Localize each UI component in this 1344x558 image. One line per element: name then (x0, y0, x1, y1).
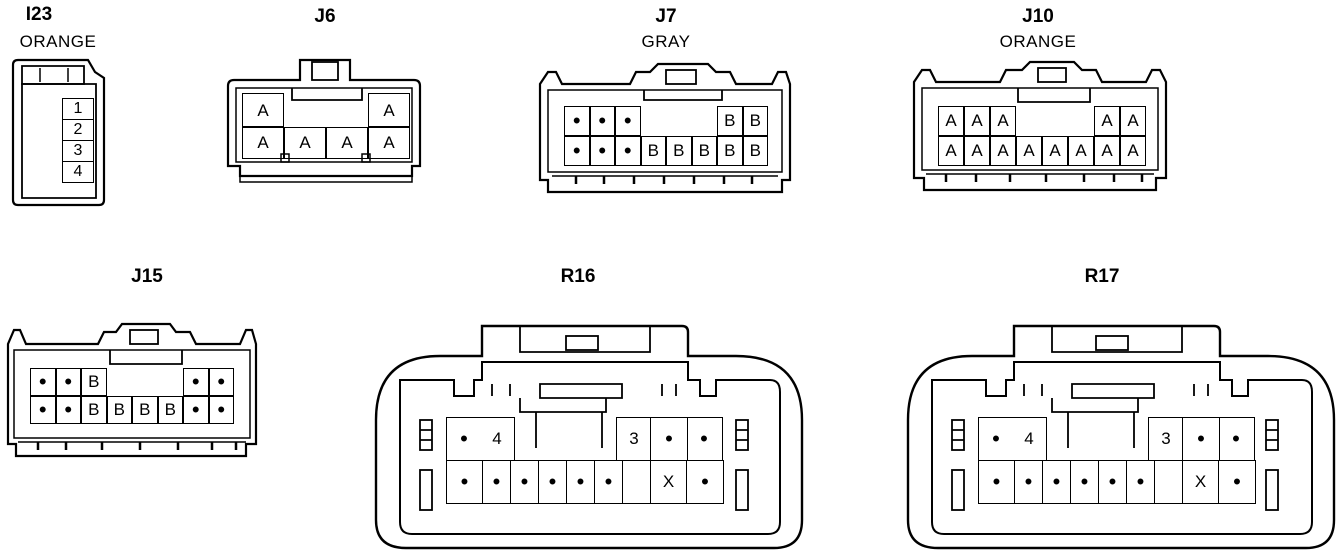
cavity: • (183, 368, 209, 396)
cavity-grid: • • B • • • • B B B B • • (30, 368, 234, 424)
cavity: • (564, 106, 590, 136)
connector-id: J6 (314, 6, 336, 27)
cavity: A (242, 127, 284, 159)
cavity: • (55, 396, 81, 424)
cavity: A (1042, 136, 1068, 166)
cavity: • (511, 461, 539, 503)
cavity: • (979, 461, 1015, 503)
cavity: A (990, 106, 1016, 136)
cavity: 1 (62, 98, 94, 119)
cavity: • (978, 417, 1013, 461)
cavity: • (589, 136, 615, 166)
cavity: X (651, 461, 687, 503)
cavity: • (615, 106, 641, 136)
connector-j6-body (226, 58, 422, 183)
cavity: A (938, 106, 964, 136)
cavity: 4 (62, 161, 94, 183)
cavity: A (1120, 106, 1146, 136)
cavity: 4 (1012, 417, 1047, 461)
cavity: B (157, 396, 183, 424)
cavity: • (1043, 461, 1071, 503)
cavity: • (483, 461, 511, 503)
cavity: • (1015, 461, 1043, 503)
connector-j7-body (538, 62, 792, 194)
connector-id: J10 (1022, 6, 1054, 27)
connector-j10-body (912, 60, 1168, 192)
cavity: A (1094, 136, 1120, 166)
cavity: A (964, 136, 990, 166)
cavity: • (1099, 461, 1127, 503)
connector-id: R17 (1084, 266, 1120, 287)
cavity: • (1233, 469, 1241, 494)
cavity: • (595, 461, 623, 503)
cavity: 2 (62, 119, 94, 140)
cavity: B (691, 136, 717, 166)
cavity: B (132, 396, 158, 424)
cavity-row: • • • • • • X • (446, 460, 724, 504)
cavity: A (1068, 136, 1094, 166)
cavity: 3 (62, 140, 94, 161)
cavity: • (1218, 417, 1255, 461)
connector-id: J15 (131, 266, 163, 287)
cavity: • (589, 106, 615, 136)
cavity: A (368, 127, 410, 159)
cavity: • (1071, 461, 1099, 503)
cavity: • (208, 396, 234, 424)
cavity: A (938, 136, 964, 166)
cavity: A (1016, 136, 1042, 166)
cavity-grid: A A A A A A (242, 93, 410, 159)
cavity: 3 (1148, 417, 1183, 461)
cavity: B (742, 136, 768, 166)
cavity: • (1182, 417, 1220, 461)
cavity: A (990, 136, 1016, 166)
cavity-empty (1155, 461, 1183, 503)
connector-j15-body (6, 322, 258, 458)
connector-r16-body (374, 324, 804, 550)
cavity: A (368, 93, 410, 127)
cavity: B (666, 136, 692, 166)
cavity: B (640, 136, 666, 166)
cavity: • (1127, 461, 1155, 503)
connector-id: I23 (25, 4, 53, 25)
cavity: • (701, 469, 709, 494)
cavity: B (717, 106, 743, 136)
cavity-row: • • • • • • X • (978, 460, 1256, 504)
cavity: B (106, 396, 132, 424)
cavity: A (1120, 136, 1146, 166)
connector-id: R16 (560, 266, 596, 287)
cavity: • (567, 461, 595, 503)
cavity: • (539, 461, 567, 503)
cavity-empty (623, 461, 651, 503)
cavity: A (284, 127, 326, 159)
connector-color: GRAY (641, 32, 691, 51)
cavity: • (55, 368, 81, 396)
cavity: B (742, 106, 768, 136)
cavity: X (1183, 461, 1219, 503)
cavity: • (615, 136, 641, 166)
cavity: A (326, 127, 368, 159)
cavity: • (564, 136, 590, 166)
connector-i23-body (11, 58, 106, 207)
cavity-grid: A A A A A A A A A A A A A (938, 106, 1146, 166)
cavity: B (81, 396, 107, 424)
cavity: B (81, 368, 107, 396)
connector-id: J7 (655, 6, 677, 27)
cavity: A (964, 106, 990, 136)
cavity: • (208, 368, 234, 396)
cavity-grid: 1 2 3 4 (62, 98, 94, 183)
cavity: A (1094, 106, 1120, 136)
connector-color: ORANGE (19, 32, 97, 51)
cavity: A (242, 93, 284, 127)
cavity: • (183, 396, 209, 424)
cavity: • (447, 461, 483, 503)
connector-color: ORANGE (999, 32, 1077, 51)
cavity: • (30, 396, 56, 424)
cavity: • (30, 368, 56, 396)
cavity: B (717, 136, 743, 166)
cavity-grid: • • • B B • • • B B B B B (564, 106, 768, 166)
